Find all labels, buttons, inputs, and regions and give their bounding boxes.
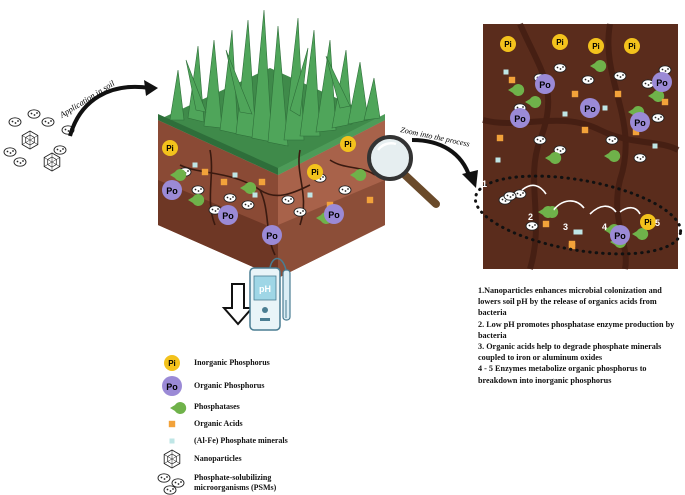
legend-label-inorganic-phosphorus: Inorganic Phosphorus: [194, 358, 270, 367]
svg-text:Po: Po: [539, 80, 551, 90]
svg-text:Po: Po: [634, 118, 646, 128]
svg-text:Po: Po: [614, 231, 626, 241]
zoom-arrowhead: [462, 170, 478, 188]
svg-text:Pi: Pi: [644, 218, 652, 227]
process-arrows: [521, 184, 641, 215]
step-2-text: 2. Low pH promotes phosphatase enzyme pr…: [478, 319, 675, 340]
svg-text:pH: pH: [259, 284, 271, 294]
application-arrow: [68, 84, 151, 137]
legend-label-phosphate-minerals: (Al-Fe) Phosphate minerals: [194, 436, 288, 445]
panel-po-marker: Po: [535, 74, 555, 94]
svg-text:Pi: Pi: [166, 144, 174, 153]
magnifier-icon: [367, 135, 440, 208]
svg-text:3: 3: [563, 222, 568, 232]
step-3-text: 3. Organic acids help to degrade phospha…: [478, 342, 662, 363]
zoom-panel: [482, 22, 680, 270]
po-marker: Po: [162, 180, 182, 200]
pi-marker: Pi: [162, 140, 178, 156]
svg-text:Pi: Pi: [592, 42, 600, 51]
svg-text:4: 4: [602, 222, 607, 232]
ph-meter: pH: [221, 257, 291, 331]
panel-pi-marker: Pi: [500, 36, 516, 52]
legend-label-organic-phosphorus: Organic Phosphorus: [194, 381, 265, 390]
svg-text:Po: Po: [328, 210, 340, 220]
process-steps-text: 1.Nanoparticles enhances microbial colon…: [478, 285, 678, 386]
svg-text:Pi: Pi: [556, 38, 564, 47]
svg-text:5: 5: [655, 218, 660, 228]
application-arrowhead: [144, 80, 158, 96]
application-label: Application in soil: [57, 78, 117, 121]
svg-text:2: 2: [528, 212, 533, 222]
psm-icon: [157, 473, 185, 495]
po-marker: Po: [324, 204, 344, 224]
step-4-5-text: 4 - 5 Enzymes metabolize organic phospho…: [478, 364, 647, 385]
svg-text:Po: Po: [656, 78, 668, 88]
po-marker: Po: [262, 225, 282, 245]
svg-text:Pi: Pi: [168, 359, 176, 368]
organic-phosphorus-icon: Po: [162, 376, 182, 396]
nanoparticle-icon: [163, 449, 181, 469]
inorganic-phosphorus-icon: Pi: [164, 355, 180, 371]
svg-text:1: 1: [482, 179, 487, 189]
panel-po-marker: Po: [580, 98, 600, 118]
phosphate-mineral-icon: [169, 438, 175, 444]
svg-text:Pi: Pi: [628, 42, 636, 51]
step-numbers: 1 2 3 4 5: [482, 179, 660, 232]
panel-po-marker: Po: [630, 112, 650, 132]
svg-text:Pi: Pi: [344, 140, 352, 149]
svg-text:Po: Po: [514, 114, 526, 124]
process-ellipse: [473, 174, 683, 256]
po-marker: Po: [218, 205, 238, 225]
panel-po-marker: Po: [510, 108, 530, 128]
phosphatase-icon: [170, 402, 187, 414]
svg-text:Po: Po: [166, 186, 178, 196]
pi-marker: Pi: [340, 136, 356, 152]
panel-po-marker: Po: [652, 72, 672, 92]
organic-acid-icon: [168, 420, 176, 428]
svg-text:Pi: Pi: [311, 168, 319, 177]
legend-icons: Pi Po: [157, 355, 187, 495]
process-steps: Po Pi: [503, 191, 656, 248]
legend-label-psms: Phosphate-solubilizing microorganisms (P…: [194, 473, 277, 492]
svg-text:Po: Po: [222, 211, 234, 221]
step-1-text: 1.Nanoparticles enhances microbial colon…: [478, 286, 662, 318]
panel-pi-marker: Pi: [624, 38, 640, 54]
panel-pi-marker: Pi: [552, 34, 568, 50]
svg-text:Pi: Pi: [504, 40, 512, 49]
legend-label-organic-acids: Organic Acids: [194, 419, 243, 428]
svg-text:Po: Po: [266, 231, 278, 241]
pi-marker: Pi: [307, 164, 323, 180]
svg-text:Po: Po: [166, 382, 178, 392]
legend-label-nanoparticles: Nanoparticles: [194, 454, 242, 463]
down-arrow-icon: [221, 283, 255, 326]
zoom-arrow: [411, 138, 472, 179]
soil-block: [158, 9, 385, 278]
legend-label-phosphatases: Phosphatases: [194, 402, 240, 411]
panel-pi-marker: Pi: [588, 38, 604, 54]
svg-text:Po: Po: [584, 104, 596, 114]
